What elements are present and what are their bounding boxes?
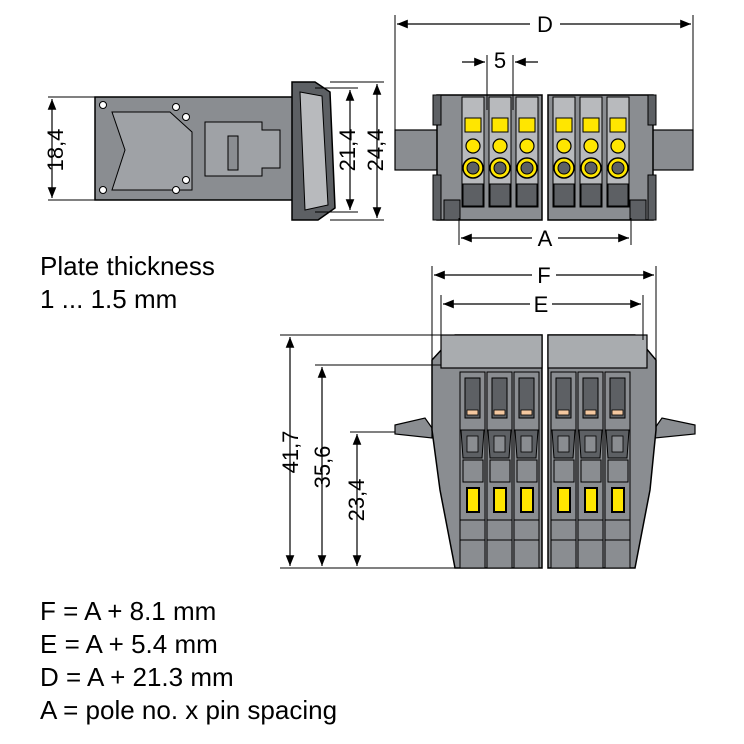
side-view: 18,4 21,4 24,4 bbox=[43, 81, 388, 221]
dim-label-21-4: 21,4 bbox=[335, 129, 360, 172]
front-pole bbox=[461, 96, 485, 208]
dim-label-f: F bbox=[537, 263, 550, 288]
plate-thickness-value: 1 ... 1.5 mm bbox=[40, 284, 177, 314]
front-pole bbox=[579, 96, 603, 208]
front-pole bbox=[488, 96, 512, 208]
dim-label-pitch: 5 bbox=[494, 48, 506, 73]
front-view: D 5 A bbox=[394, 12, 694, 251]
dim-label-a: A bbox=[538, 226, 553, 251]
front-pole bbox=[606, 96, 630, 208]
dim-label-23-4: 23,4 bbox=[344, 479, 369, 522]
bottom-pole bbox=[513, 371, 540, 569]
dim-label-e: E bbox=[534, 292, 549, 317]
dim-label-41-7: 41,7 bbox=[278, 431, 303, 474]
dim-label-d: D bbox=[537, 12, 553, 37]
dim-label-24-4: 24,4 bbox=[363, 129, 388, 172]
front-pole bbox=[552, 96, 576, 208]
formula-d: D = A + 21.3 mm bbox=[40, 662, 234, 692]
bottom-pole bbox=[459, 371, 486, 569]
formula-f: F = A + 8.1 mm bbox=[40, 596, 216, 626]
dim-label-18-4: 18,4 bbox=[43, 129, 68, 172]
bottom-view: F E 41,7 35,6 23,4 bbox=[278, 263, 696, 569]
front-pole bbox=[515, 96, 539, 208]
plate-thickness-label: Plate thickness bbox=[40, 251, 215, 281]
bottom-pole bbox=[550, 371, 577, 569]
bottom-pole bbox=[577, 371, 604, 569]
formula-e: E = A + 5.4 mm bbox=[40, 629, 218, 659]
dim-label-35-6: 35,6 bbox=[310, 446, 335, 489]
bottom-pole bbox=[486, 371, 513, 569]
formula-a: A = pole no. x pin spacing bbox=[40, 695, 337, 725]
bottom-pole bbox=[604, 371, 631, 569]
